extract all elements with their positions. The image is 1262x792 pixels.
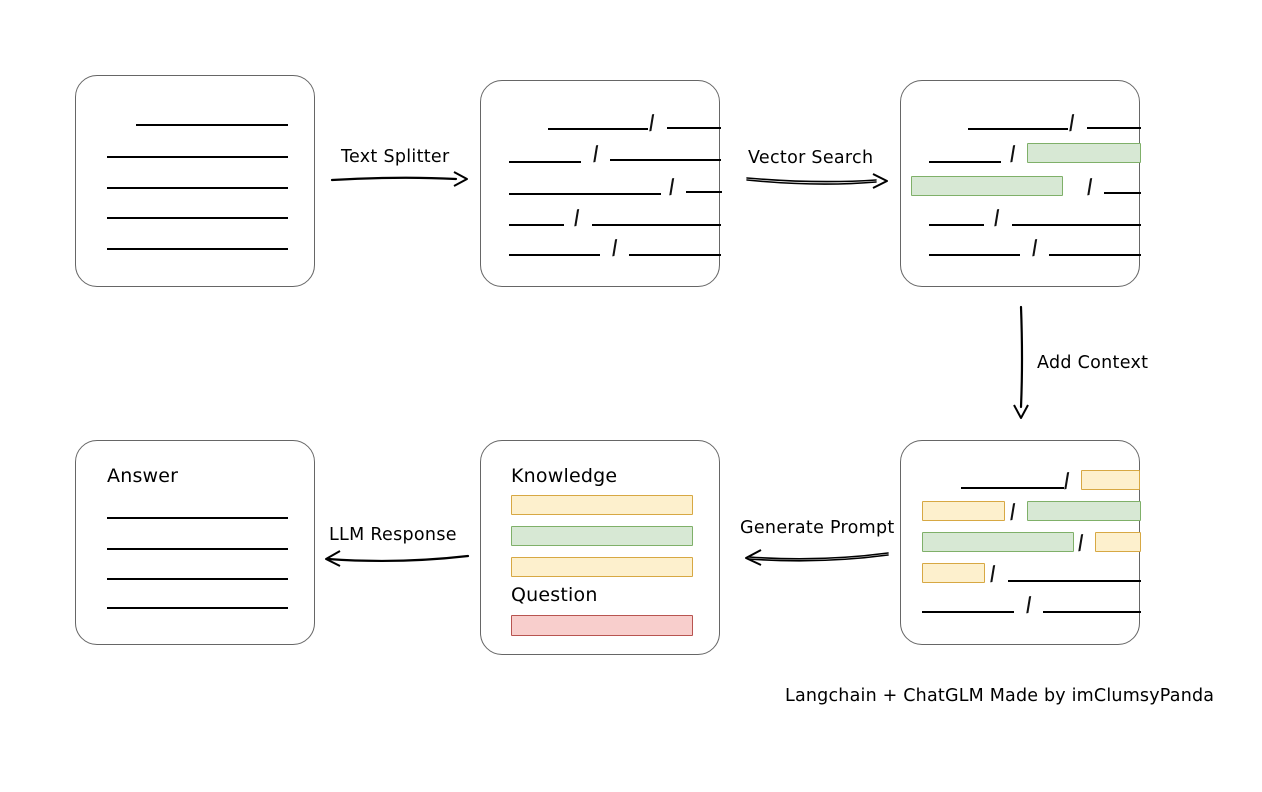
edge-label-llm-response: LLM Response: [329, 525, 457, 545]
chunk-separator: /: [1084, 173, 1095, 199]
answer-line: [107, 607, 288, 609]
doc-line: [929, 224, 984, 226]
arrow-vector-search: [746, 173, 888, 189]
chunk-separator: /: [1066, 109, 1077, 135]
node-context-chunks[interactable]: / / / / /: [900, 440, 1141, 645]
knowledge-bar: [511, 526, 693, 546]
doc-line: [107, 248, 288, 250]
arrow-text-splitter: [330, 171, 468, 187]
doc-line: [509, 254, 600, 256]
doc-line: [509, 161, 581, 163]
arrow-generate-prompt: [745, 549, 889, 566]
doc-line: [107, 187, 288, 189]
context-chunk-highlight: [1095, 532, 1141, 552]
doc-line: [1012, 224, 1141, 226]
answer-line: [107, 517, 288, 519]
chunk-separator: /: [1023, 591, 1034, 617]
doc-line: [1087, 127, 1141, 129]
doc-line: [107, 156, 288, 158]
node-split-chunks[interactable]: / / / / /: [480, 80, 722, 287]
chunk-separator: /: [1007, 140, 1018, 166]
doc-line: [1104, 192, 1141, 194]
arrow-llm-response: [325, 550, 470, 567]
chunk-separator: /: [991, 204, 1002, 230]
doc-line: [1049, 254, 1141, 256]
chunk-separator: /: [666, 173, 677, 199]
doc-line: [1043, 611, 1141, 613]
knowledge-heading: Knowledge: [511, 465, 618, 487]
edge-label-generate-prompt: Generate Prompt: [740, 518, 895, 538]
chunk-separator: /: [609, 234, 620, 260]
chunk-separator: /: [590, 140, 601, 166]
doc-line: [929, 161, 1001, 163]
chunk-separator: /: [646, 109, 657, 135]
doc-line: [548, 128, 648, 130]
context-chunk-highlight: [922, 501, 1005, 521]
chunk-separator: /: [987, 560, 998, 586]
answer-line: [107, 578, 288, 580]
edge-label-add-context: Add Context: [1037, 353, 1149, 373]
arrow-add-context: [1013, 305, 1029, 419]
answer-heading: Answer: [107, 465, 179, 487]
context-chunk-highlight: [1081, 470, 1140, 490]
chunk-separator: /: [1007, 498, 1018, 524]
matched-chunk-highlight: [911, 176, 1063, 196]
node-prompt[interactable]: Knowledge Question: [480, 440, 720, 655]
doc-line: [509, 224, 564, 226]
doc-line: [107, 217, 288, 219]
matched-chunk-highlight: [1027, 143, 1141, 163]
knowledge-bar: [511, 557, 693, 577]
footer-credit: Langchain + ChatGLM Made by imClumsyPand…: [785, 686, 1215, 706]
doc-line: [136, 124, 288, 126]
context-chunk-highlight: [1027, 501, 1141, 521]
doc-line: [968, 128, 1068, 130]
doc-line: [686, 191, 722, 193]
chunk-separator: /: [571, 204, 582, 230]
doc-line: [667, 127, 721, 129]
doc-line: [629, 254, 721, 256]
chunk-separator: /: [1029, 234, 1040, 260]
doc-line: [922, 611, 1014, 613]
doc-line: [592, 224, 721, 226]
node-source-document[interactable]: [75, 75, 315, 287]
node-answer[interactable]: Answer: [75, 440, 315, 645]
knowledge-bar: [511, 495, 693, 515]
doc-line: [929, 254, 1020, 256]
doc-line: [509, 193, 661, 195]
edge-label-vector-search: Vector Search: [748, 148, 874, 168]
answer-line: [107, 548, 288, 550]
node-matched-chunks[interactable]: / / / / /: [900, 80, 1141, 287]
doc-line: [961, 487, 1064, 489]
chunk-separator: /: [1061, 467, 1072, 493]
question-heading: Question: [511, 584, 598, 606]
context-chunk-highlight: [922, 532, 1074, 552]
doc-line: [1008, 580, 1141, 582]
chunk-separator: /: [1075, 529, 1086, 555]
question-bar: [511, 615, 693, 636]
edge-label-text-splitter: Text Splitter: [341, 147, 450, 167]
doc-line: [610, 159, 721, 161]
context-chunk-highlight: [922, 563, 985, 583]
